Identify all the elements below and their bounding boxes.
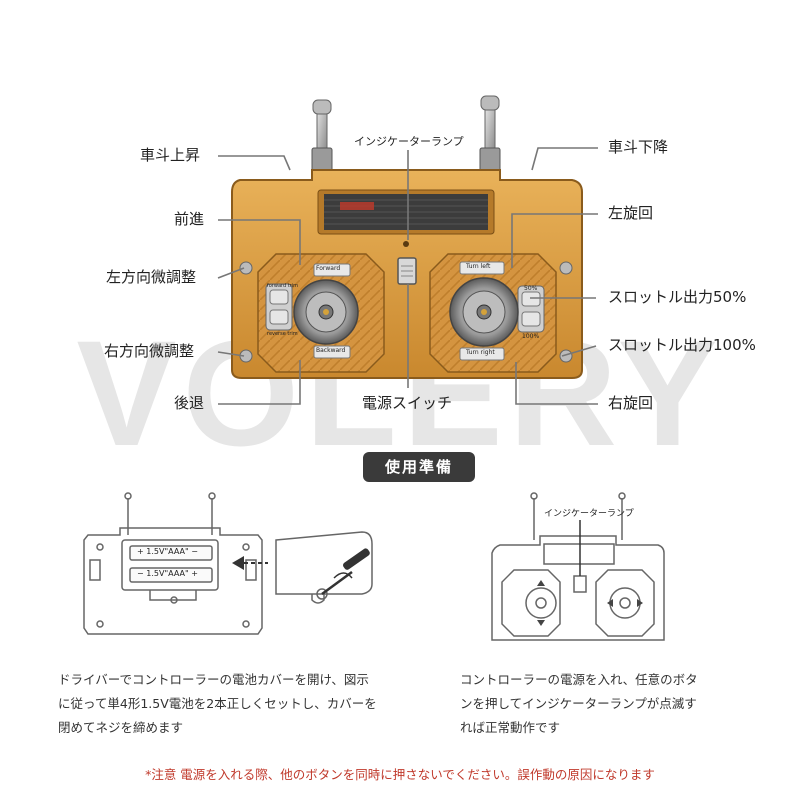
label-indicator-lamp: インジケーターランプ	[354, 135, 464, 148]
turn-left-button-text: Turn left	[466, 263, 491, 270]
label-forward: 前進	[174, 210, 205, 228]
leader-lines	[217, 147, 598, 405]
label-left-rotate: 左旋回	[608, 204, 654, 222]
backward-button-text: Backward	[316, 347, 346, 354]
label-right-rotate: 右旋回	[608, 394, 654, 412]
battery-diagram	[83, 492, 373, 635]
forward-button-text: Forward	[316, 265, 341, 272]
section-badge: 使用準備	[363, 452, 475, 482]
warning-note: *注意 電源を入れる際、他のボタンを同時に押さないでください。誤作動の原因になり…	[145, 767, 655, 782]
battery-label-2: − 1.5V"AAA" +	[137, 569, 198, 578]
antenna-right	[479, 95, 501, 175]
instruction-left: ドライバーでコントローラーの電池カバーを開け、図示 に従って単4形1.5V電池を…	[58, 672, 377, 735]
label-left-trim: 左方向微調整	[106, 268, 197, 286]
label-bed-down: 車斗下降	[608, 138, 669, 156]
label-indicator-lamp-small: インジケーターランプ	[544, 509, 634, 519]
label-power-switch: 電源スイッチ	[362, 394, 453, 412]
indicator-lamp	[403, 241, 409, 247]
screwdriver-icon	[321, 548, 370, 596]
right-side-top-text: 50%	[524, 285, 538, 292]
antenna-left	[311, 99, 333, 175]
right-side-bottom-text: 100%	[522, 333, 540, 340]
label-reverse: 後退	[174, 394, 205, 412]
insert-arrow-icon	[232, 556, 268, 570]
instruction-right: コントローラーの電源を入れ、任意のボタ ンを押してインジケーターランプが点滅す …	[460, 672, 698, 735]
indicator-diagram	[491, 492, 665, 641]
turn-right-button-text: Turn right	[466, 349, 495, 356]
battery-label-1: + 1.5V"AAA" −	[137, 547, 198, 556]
label-right-trim: 右方向微調整	[104, 342, 195, 360]
direction-arrows-icon	[537, 580, 643, 626]
label-throttle-50: スロットル出力50%	[608, 288, 747, 306]
label-throttle-100: スロットル出力100%	[608, 336, 756, 354]
label-bed-up: 車斗上昇	[140, 146, 201, 164]
left-side-bottom-text: reverse trim	[267, 331, 298, 337]
left-side-top-text: forward trim	[267, 283, 299, 289]
